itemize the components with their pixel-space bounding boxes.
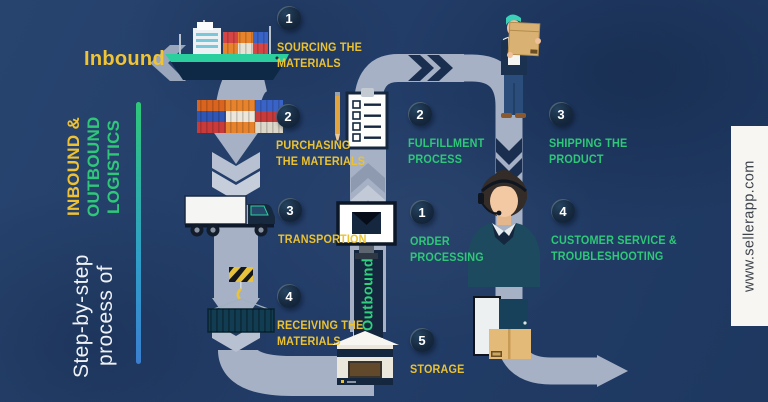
up-chevron xyxy=(351,163,385,193)
step-number-badge: 2 xyxy=(276,104,300,128)
outbound-step-1: 1 ORDER PROCESSING xyxy=(410,200,550,266)
step-number-badge: 3 xyxy=(278,198,302,222)
title-accent-bar xyxy=(136,102,141,364)
inbound-step-2: 2 PURCHASING THE MATERIALS xyxy=(276,104,416,170)
outbound-step-2: 2 FULFILLMENT PROCESS xyxy=(408,102,548,168)
outbound-step-4: 4 CUSTOMER SERVICE & TROUBLESHOOTING xyxy=(551,199,691,265)
step-number-badge: 5 xyxy=(410,328,434,352)
step-label: SOURCING THE MATERIALS xyxy=(277,40,362,70)
warehouse-icon xyxy=(331,331,399,387)
step-label: ORDER PROCESSING xyxy=(410,234,484,264)
end-arrowhead xyxy=(597,355,628,387)
step-label: TRANSPORTION xyxy=(278,232,367,246)
clipboard-checklist-icon xyxy=(333,88,389,152)
customer-service-agent-icon xyxy=(464,169,544,287)
step-number-badge: 2 xyxy=(408,102,432,126)
delivery-person-icon xyxy=(483,13,543,127)
step-number-badge: 4 xyxy=(277,284,301,308)
inbound-step-1: 1 SOURCING THE MATERIALS xyxy=(277,6,417,72)
title-inbound: INBOUND & xyxy=(64,117,83,217)
inbound-step-5: 5 STORAGE xyxy=(410,328,550,378)
page-title: Step-by-step process of INBOUND & OUTBOU… xyxy=(64,82,124,380)
inbound-direction-label: Inbound xyxy=(84,48,165,70)
title-prefix: Step-by-step process of xyxy=(70,253,117,378)
outbound-step-3: 3 SHIPPING THE PRODUCT xyxy=(549,102,689,168)
down-arrowhead xyxy=(212,130,260,164)
step-label: CUSTOMER SERVICE & TROUBLESHOOTING xyxy=(551,233,677,263)
website-url: www.sellerapp.com xyxy=(741,160,758,292)
inbound-step-3: 3 TRANSPORTION xyxy=(278,198,418,248)
step-number-badge: 1 xyxy=(277,6,301,30)
title-outbound: OUTBOUND LOGISTICS xyxy=(84,116,123,217)
parcel-boxes-icon xyxy=(473,291,533,362)
cargo-ship-icon xyxy=(163,20,291,82)
container-stack-icon xyxy=(196,100,284,134)
truck-icon xyxy=(184,193,278,238)
inbound-step-4: 4 RECEIVING THE MATERIALS xyxy=(277,284,417,350)
step-label: STORAGE xyxy=(410,362,465,376)
right-chevron xyxy=(408,55,434,81)
step-number-badge: 1 xyxy=(410,200,434,224)
step-label: SHIPPING THE PRODUCT xyxy=(549,136,628,166)
step-number-badge: 3 xyxy=(549,102,573,126)
crane-container-icon xyxy=(206,267,302,333)
down-chevron xyxy=(496,138,522,165)
monitor-email-icon xyxy=(336,201,398,262)
step-number-badge: 4 xyxy=(551,199,575,223)
step-label: FULFILLMENT PROCESS xyxy=(408,136,485,166)
step-label: PURCHASING THE MATERIALS xyxy=(276,138,366,168)
step-label: RECEIVING THE MATERIALS xyxy=(277,318,364,348)
website-strip: www.sellerapp.com xyxy=(731,126,768,326)
title-highlight: INBOUND & OUTBOUND LOGISTICS xyxy=(64,82,124,251)
